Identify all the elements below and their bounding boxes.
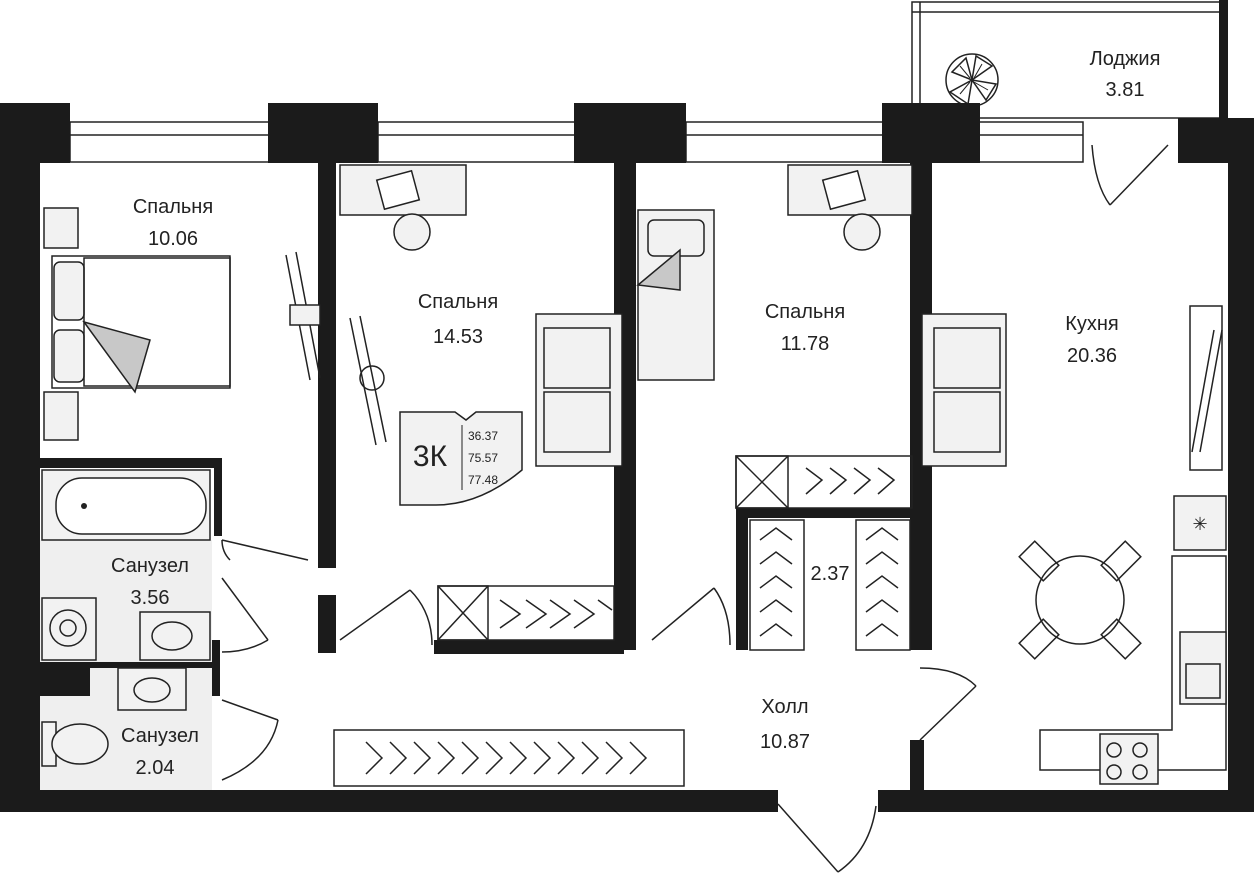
room-area-bathroom-1: 3.56 [131,587,170,609]
room-name-hall: Холл [761,696,808,718]
room-name-bedroom-2: Спальня [418,291,498,313]
entrance-door[interactable] [777,803,839,873]
room-name-bedroom-1: Спальня [133,196,213,218]
room-area-wardrobe: 2.37 [811,563,850,585]
stove-icon [1099,733,1159,785]
bedroom-3-door[interactable] [651,587,715,641]
room-area-loggia: 3.81 [1106,79,1145,101]
wardrobe [437,585,615,641]
radiator-icon [1189,305,1223,471]
loggia: Лоджия 3.81 [911,0,1228,206]
kitchen: Кухня 20.36 ✳ [919,305,1227,785]
room-area-hall: 10.87 [760,731,810,753]
bedroom-2: Спальня 14.53 3К 36.37 75.57 77.48 [339,164,623,646]
room-area-bathroom-2: 2.04 [136,757,175,779]
bedroom-2-door[interactable] [339,589,411,641]
sofa-icon [535,313,623,467]
bed-icon [43,207,231,441]
room-name-bedroom-3: Спальня [765,301,845,323]
wardrobe-hanger-icon [805,467,896,495]
radiator-icon [349,315,387,446]
chair-icon [843,213,881,251]
radiator-icon [285,251,321,381]
room-name-loggia: Лоджия [1090,48,1161,70]
bathroom-1-door[interactable] [221,577,269,641]
room-area-kitchen: 20.36 [1067,345,1117,367]
wardrobe-hanger-icon [499,599,613,629]
living-area: 36.37 [468,429,498,443]
loggia-door[interactable] [1109,144,1169,206]
bathroom-1: Санузел 3.56 [40,469,269,662]
room-name-bathroom-2: Санузел [121,725,199,747]
bedroom-1: Спальня 10.06 [43,196,321,561]
desk-icon [787,164,913,216]
total-area-with-loggia: 77.48 [468,473,498,487]
walls [0,103,1254,812]
room-name-bathroom-1: Санузел [111,555,189,577]
wardrobe [735,455,913,509]
dining-table-icon [1018,540,1142,660]
svg-text:✳: ✳ [1192,514,1207,535]
sofa-icon [921,313,1007,467]
room-area-bedroom-2: 14.53 [433,326,483,348]
bedroom-3: Спальня 11.78 [636,164,1007,646]
apartment-type: 3К [413,440,448,473]
kitchen-door[interactable] [919,685,977,741]
room-name-kitchen: Кухня [1065,313,1119,335]
bed-icon [636,209,715,381]
bathroom-2-door[interactable] [221,699,279,721]
hall: Холл 10.87 [333,696,877,873]
sink-icon [117,667,187,711]
apartment-badge: 3К 36.37 75.57 77.48 [399,411,523,506]
bedroom-1-door[interactable] [221,539,309,561]
bathtub-icon [41,469,211,541]
chair-icon [393,213,431,251]
total-area: 75.57 [468,451,498,465]
wardrobe-hanger-icon [365,741,648,775]
kitchen-counter: ✳ [1039,495,1227,771]
sink-icon [1179,631,1227,705]
room-area-bedroom-3: 11.78 [781,333,830,355]
toilet-icon [41,721,109,767]
bathroom-2: Санузел 2.04 [40,667,279,790]
room-area-bedroom-1: 10.06 [148,228,198,250]
sink-icon [139,611,211,661]
wardrobe-hanger-icon [759,527,899,637]
plant-icon [945,53,999,107]
walk-in-wardrobe: 2.37 [749,519,911,651]
washing-machine-icon [41,597,97,661]
desk-icon [339,164,467,216]
wardrobe [333,729,685,787]
